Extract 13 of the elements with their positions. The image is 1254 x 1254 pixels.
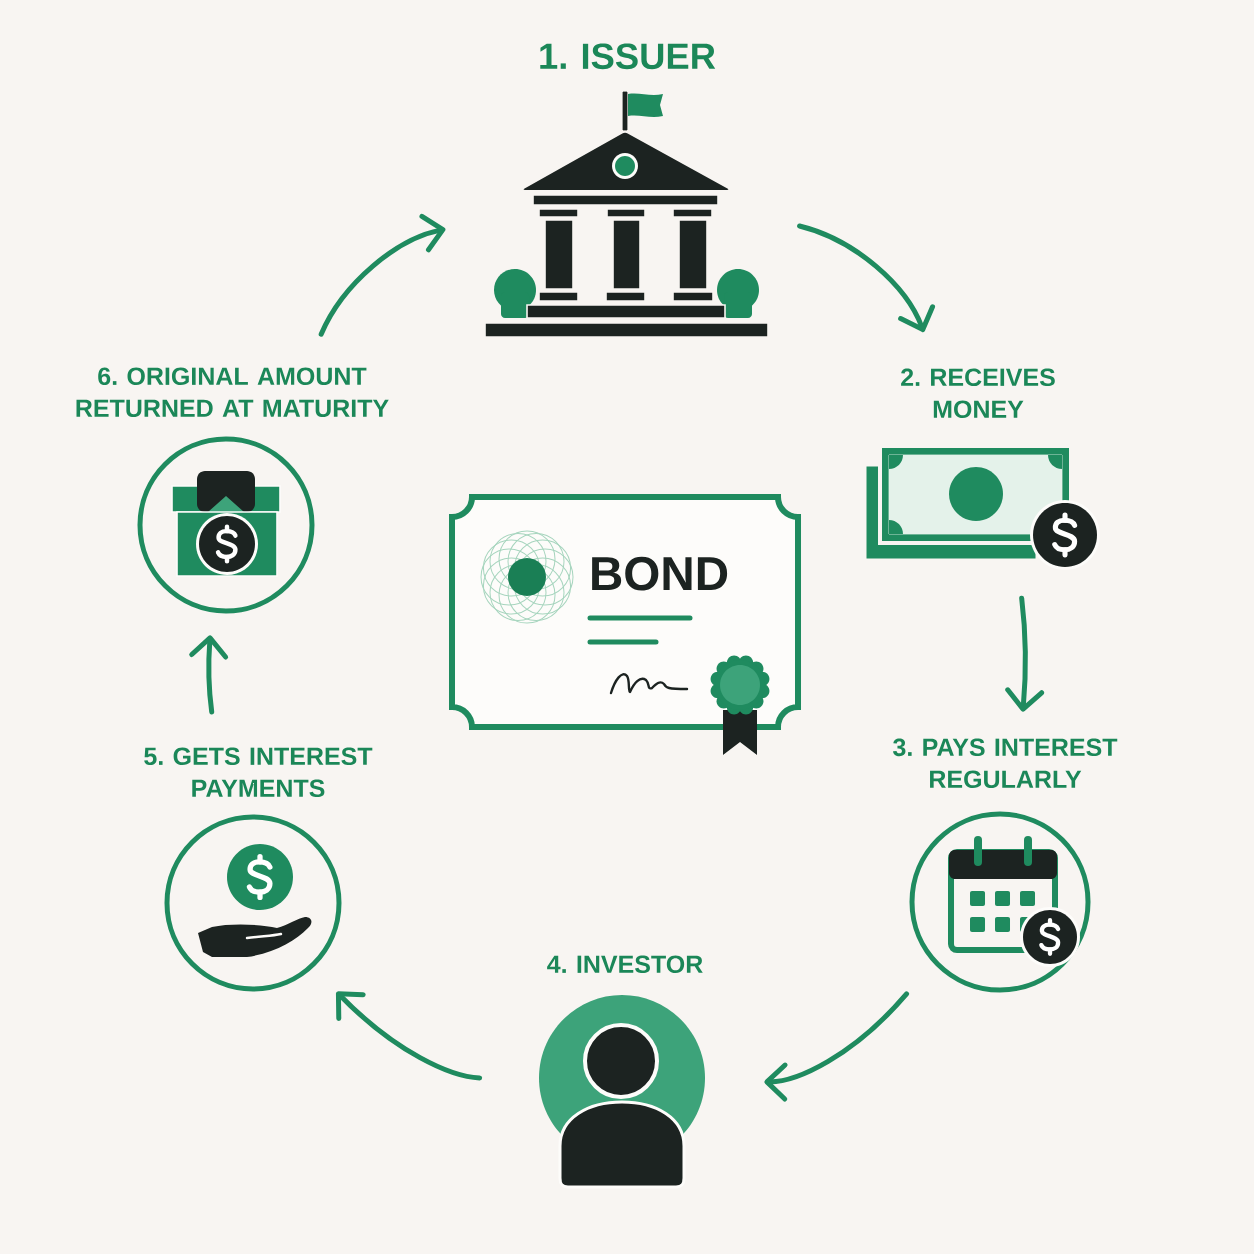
step-title: 2. RECEIVES MONEY	[901, 368, 1055, 419]
arrow	[318, 213, 446, 337]
arrow	[189, 635, 229, 715]
arrow	[1005, 595, 1045, 712]
bond-certificate: BOND	[449, 494, 801, 730]
step-title: 6. ORIGINAL AMOUNT RETURNED AT MATURITY	[76, 367, 389, 418]
arrow	[797, 223, 936, 333]
step-title: 1. ISSUER	[540, 43, 716, 70]
arrow	[335, 991, 483, 1081]
step-title: 4. INVESTOR	[547, 955, 703, 974]
arrow	[764, 991, 910, 1102]
step-title: 5. GETS INTEREST PAYMENTS	[144, 747, 373, 798]
step-title: 3. PAYS INTEREST REGULARLY	[893, 738, 1118, 789]
